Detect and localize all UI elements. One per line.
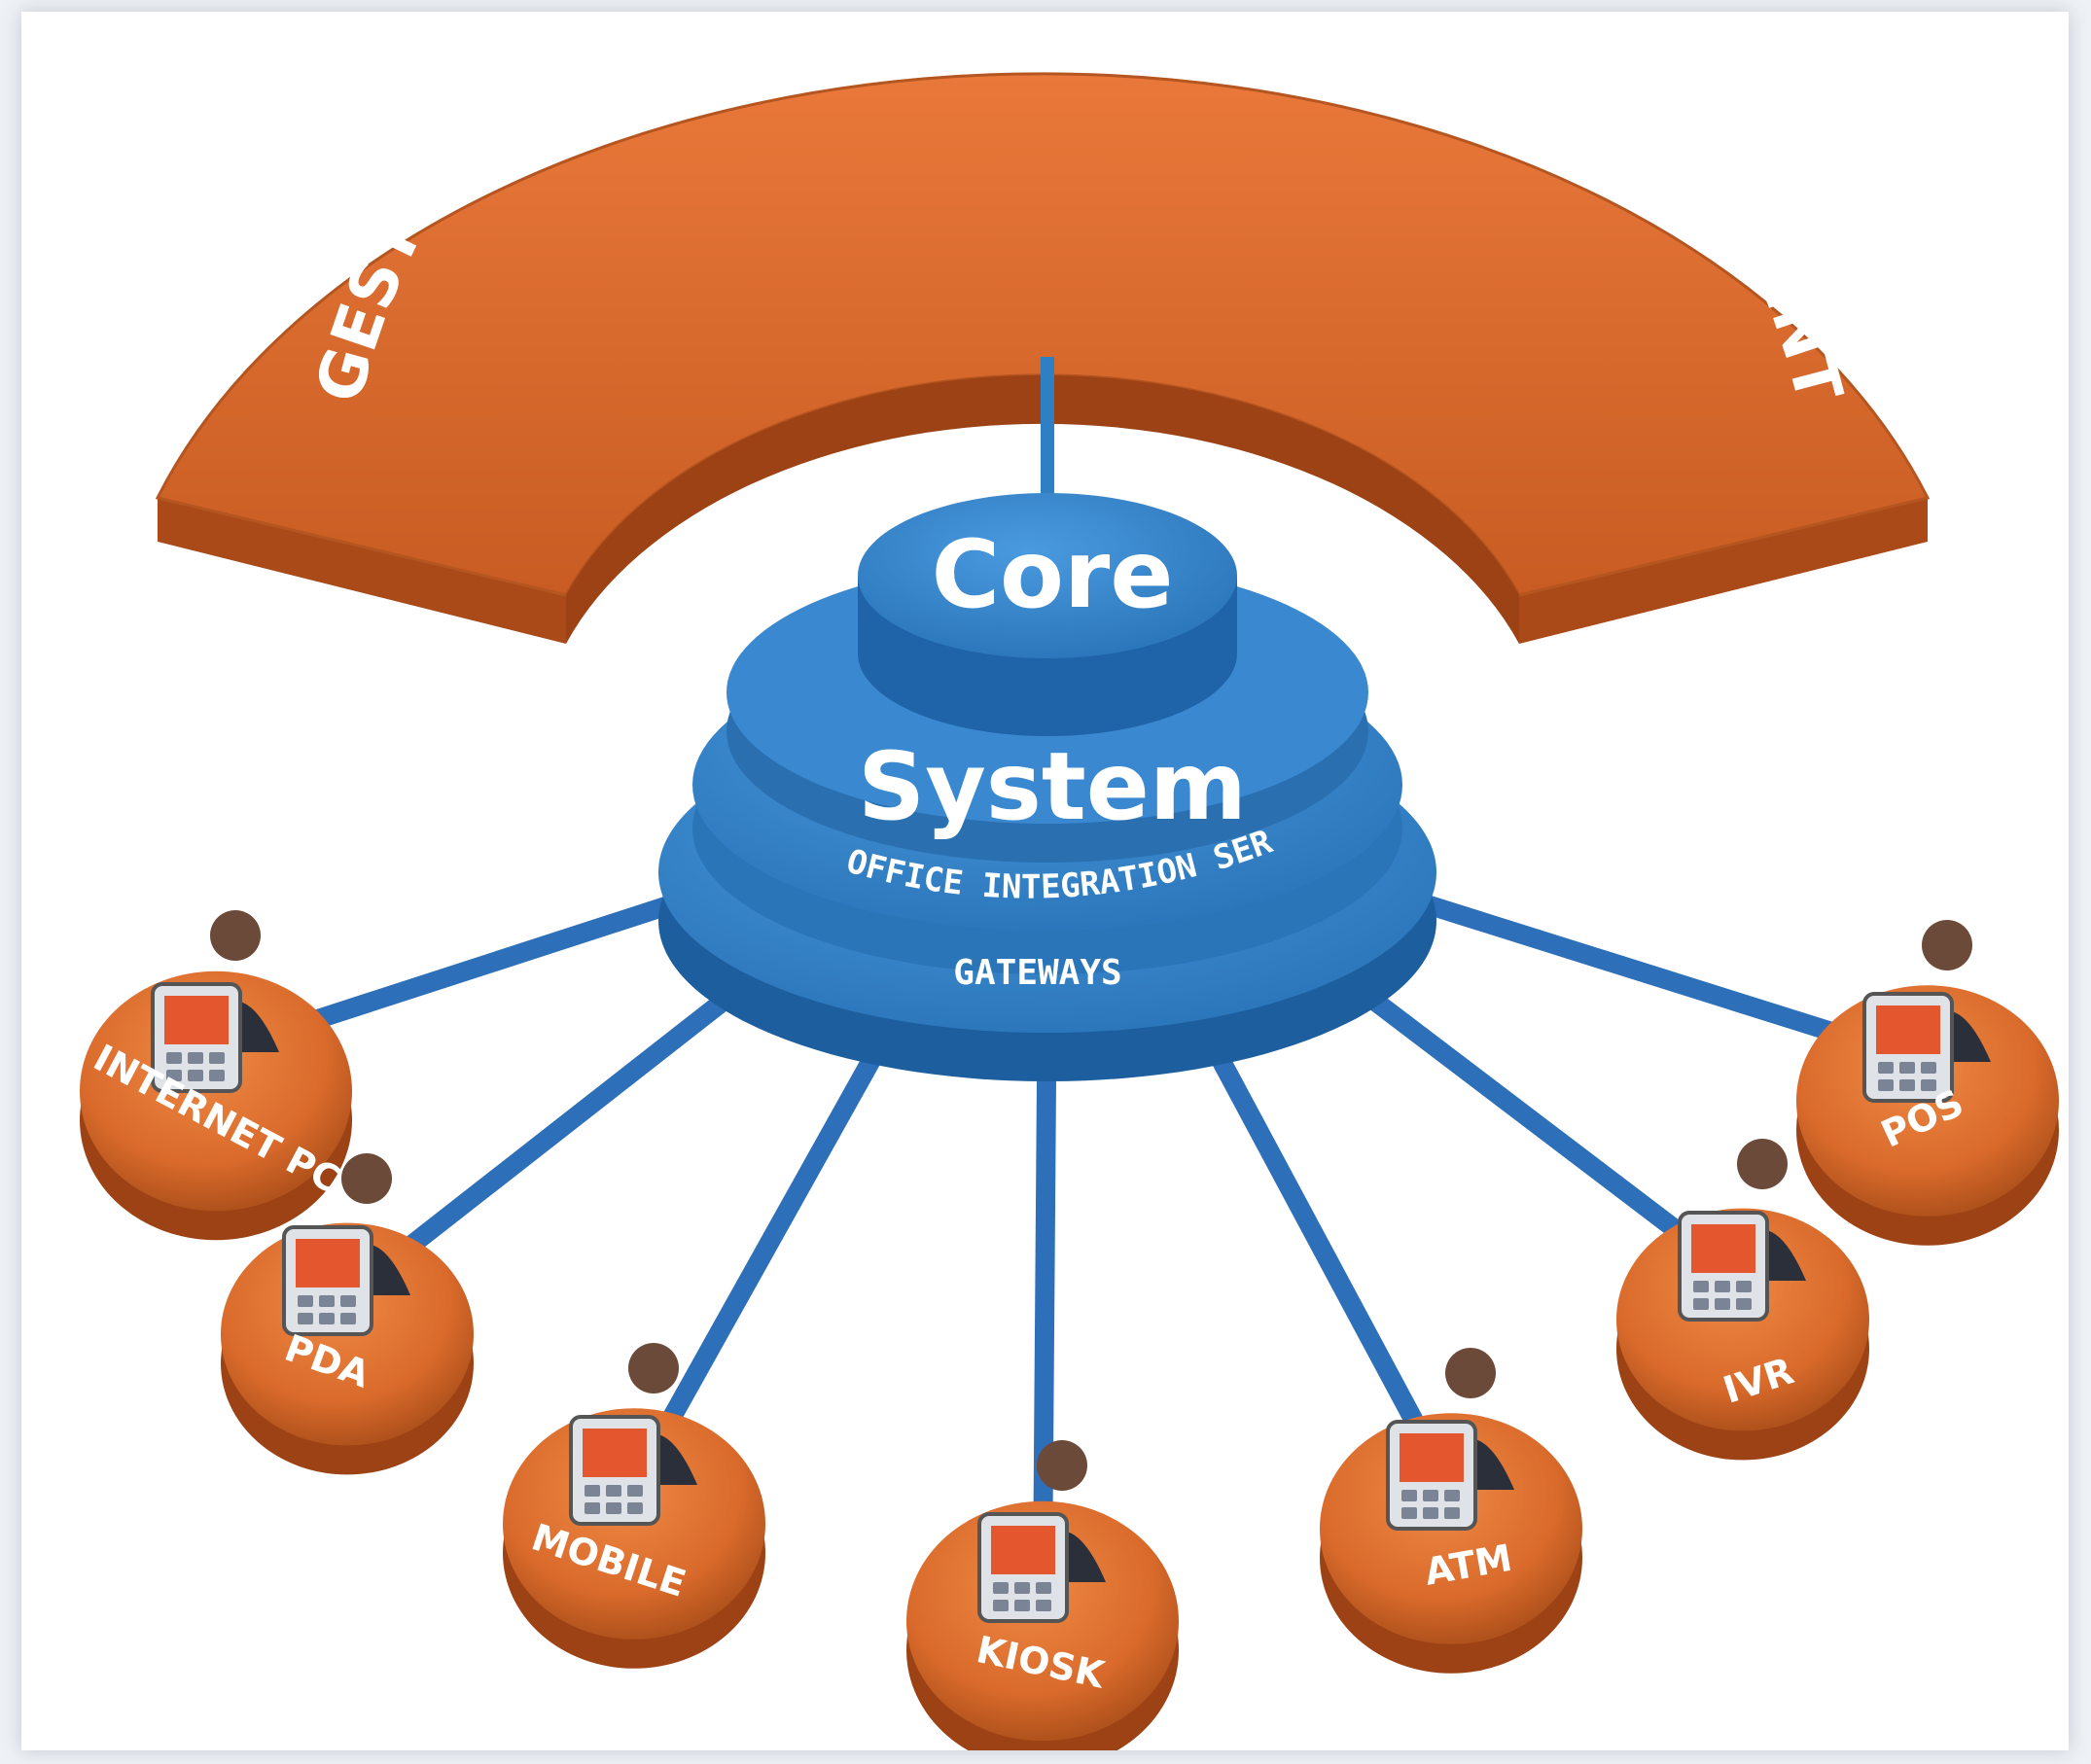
channel-kiosk[interactable]: KIOSK	[906, 1440, 1179, 1750]
pos-terminal-icon	[1862, 920, 1991, 1103]
handheld-terminal-icon	[569, 1343, 697, 1526]
kiosk-icon	[977, 1440, 1106, 1623]
channel-mobile[interactable]: MOBILE	[503, 1343, 765, 1669]
diagram-canvas: GESTION DE LA PRODUCTION ET DE L’ASSAINI…	[21, 12, 2069, 1750]
channel-pda[interactable]: PDA	[221, 1153, 474, 1475]
smartphone-icon	[282, 1153, 410, 1336]
channel-ivr[interactable]: IVR	[1616, 1139, 1869, 1461]
core-subtitle: System	[858, 732, 1247, 841]
band-bottom-label: GATEWAYS	[953, 953, 1121, 993]
arc-connector	[1041, 357, 1054, 503]
headset-icon	[1678, 1139, 1806, 1322]
channel-internet-pc[interactable]: INTERNET PC	[80, 910, 352, 1241]
channel-pos[interactable]: POS	[1796, 920, 2059, 1246]
architecture-diagram: GESTION DE LA PRODUCTION ET DE L’ASSAINI…	[21, 12, 2059, 1750]
atm-icon	[1386, 1348, 1514, 1531]
desktop-monitor-icon	[151, 910, 279, 1093]
channel-atm[interactable]: ATM	[1320, 1348, 1582, 1674]
core-title: Core	[932, 520, 1174, 629]
